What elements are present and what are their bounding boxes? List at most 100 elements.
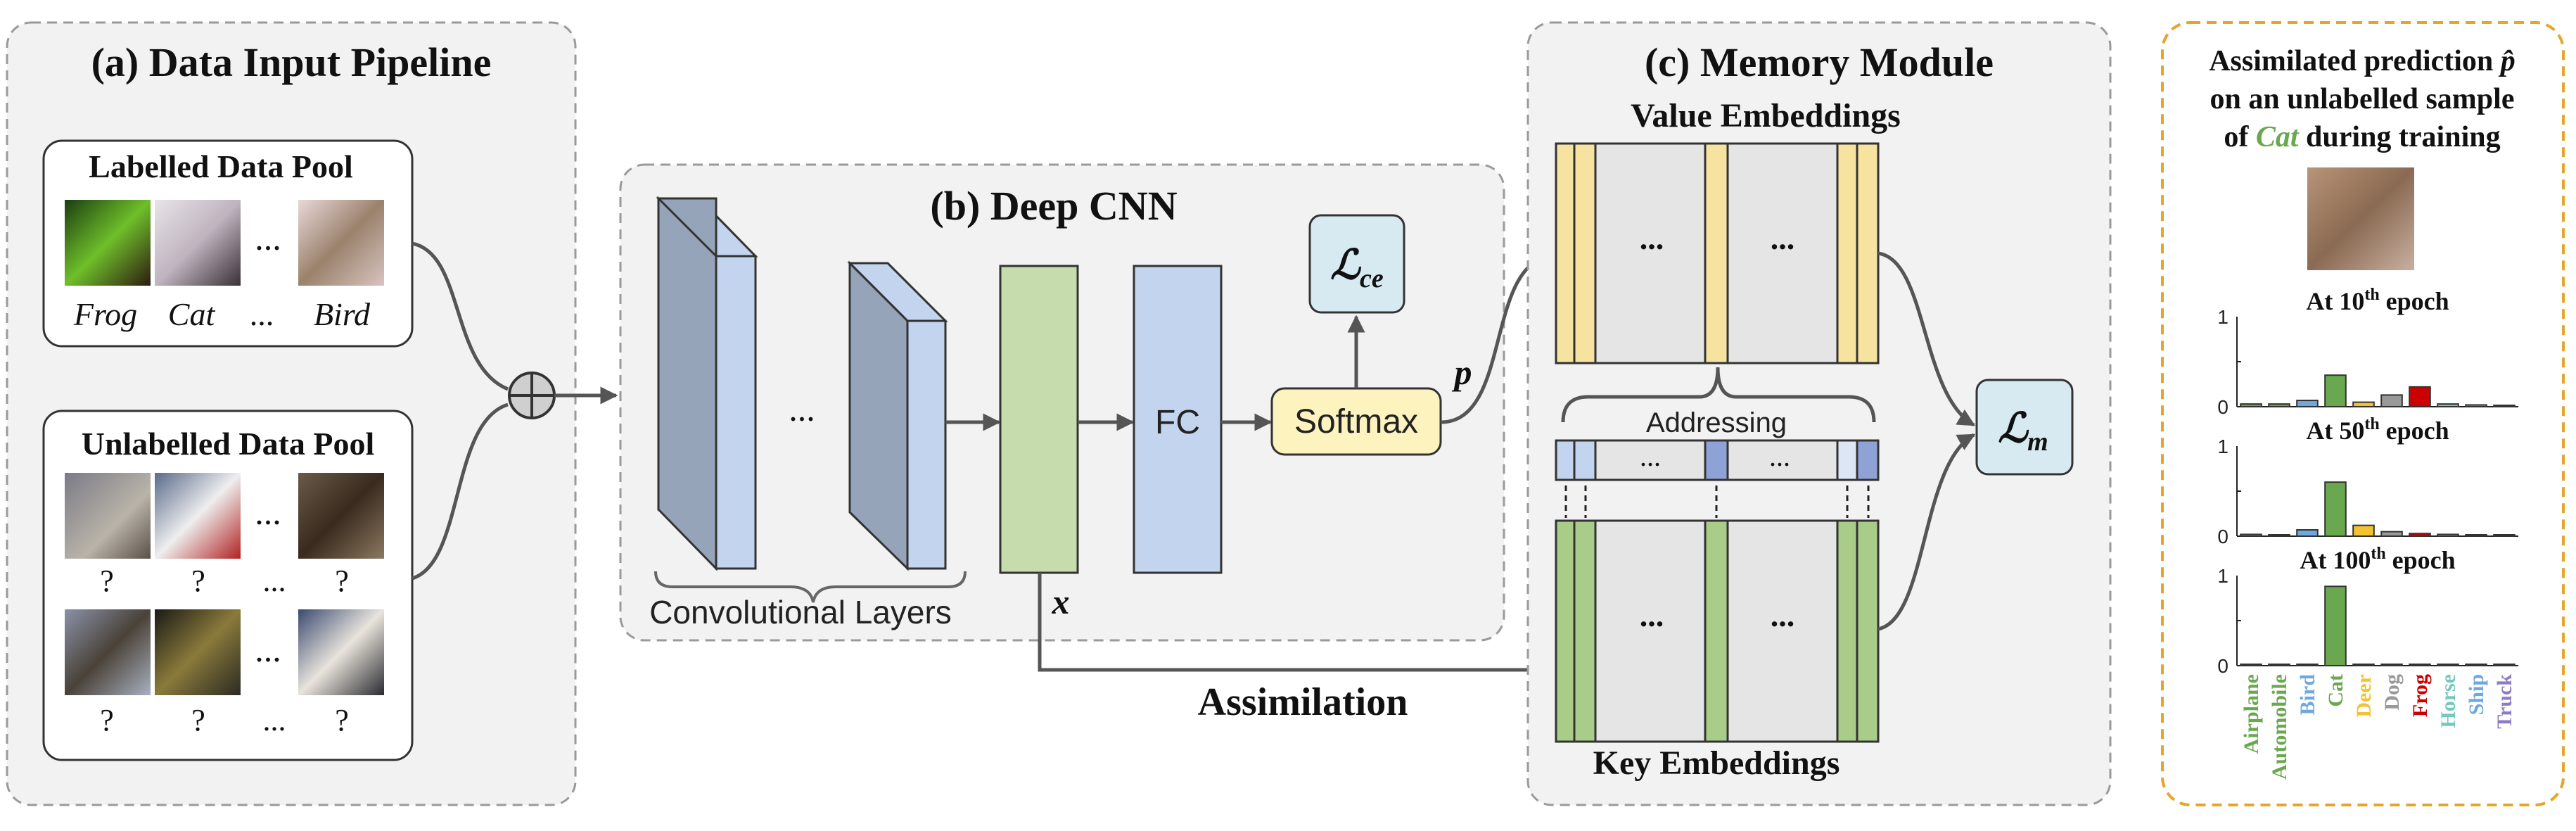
bar-truck — [2493, 534, 2516, 537]
bar-deer — [2352, 524, 2375, 538]
unknown-mark-1: ? — [100, 564, 114, 598]
unlabelled-image-1 — [65, 473, 151, 559]
key-ellipsis-1: ... — [1640, 597, 1664, 633]
caption-cat: Cat — [168, 296, 216, 332]
bird-image — [298, 200, 384, 286]
caption-bird: Bird — [314, 296, 371, 332]
assimilation-label: Assimilation — [1198, 680, 1408, 724]
bar-truck — [2493, 405, 2516, 407]
bar-automobile — [2268, 664, 2290, 666]
chart-title-end: epoch — [2380, 417, 2449, 445]
bar-bird — [2296, 529, 2319, 537]
panel-d-title-line3: of Cat during training — [2224, 121, 2500, 153]
labelled-to-merge-arrow — [412, 241, 509, 391]
address-ellipsis-2: ... — [1769, 440, 1790, 472]
unlabelled-image-2 — [155, 473, 241, 559]
category-label-cat: Cat — [2324, 674, 2347, 707]
softmax-label: Softmax — [1294, 403, 1418, 440]
addressing-brace — [1561, 367, 1876, 423]
value-to-loss-arrow — [1877, 251, 1976, 427]
bar-bird — [2296, 664, 2319, 666]
loss-ce-box — [1308, 214, 1405, 314]
bar-deer — [2352, 401, 2375, 407]
unlabelled-ellipsis-1: ... — [255, 493, 281, 532]
x-label: x — [1052, 582, 1070, 621]
panel-d-title-line2: on an unlabelled sample — [2210, 83, 2515, 115]
bar-frog — [2409, 386, 2431, 408]
bar-frog — [2409, 533, 2431, 537]
category-label-dog: Dog — [2380, 674, 2404, 711]
unknown-mark-ellipsis: ... — [263, 564, 286, 598]
unlabelled-image-6 — [298, 609, 384, 695]
unlabelled-image-5 — [155, 609, 241, 695]
category-label-bird: Bird — [2296, 674, 2319, 716]
loss-m-label: ℒm — [1998, 405, 2048, 457]
loss-m-box — [1975, 379, 2074, 476]
bar-ship — [2465, 664, 2487, 666]
unlabelled-image-4 — [65, 609, 151, 695]
bar-truck — [2493, 664, 2516, 666]
unknown-mark-6: ? — [335, 703, 349, 737]
fc-layer — [1133, 265, 1223, 574]
frog-image — [65, 200, 151, 286]
panel-a: (a) Data Input Pipeline Labelled Data Po… — [6, 21, 618, 806]
chart-title: At 50th epoch — [2306, 415, 2449, 445]
bar-automobile — [2268, 403, 2290, 407]
value-title: Value Embeddings — [1631, 97, 1901, 134]
caption-ellipsis: ... — [250, 296, 274, 332]
feature-layer — [999, 265, 1079, 574]
chart-y-tick-label: 1 — [2217, 565, 2229, 587]
bar-cat — [2324, 585, 2347, 666]
bar-dog — [2380, 531, 2403, 537]
conv-layer-2 — [847, 260, 948, 571]
bar-airplane — [2240, 403, 2262, 407]
conv-layer-1 — [656, 196, 758, 571]
chart-title-sup: th — [2364, 415, 2379, 433]
bar-airplane — [2240, 533, 2262, 538]
category-label-deer: Deer — [2352, 674, 2376, 718]
fc-label: FC — [1155, 404, 1200, 441]
merge-symbol — [508, 372, 556, 419]
bar-horse — [2437, 664, 2459, 666]
panel-c: (c) Memory Module Value Embeddings ... .… — [1526, 21, 2112, 806]
bar-cat — [2324, 481, 2347, 538]
chart-title-main: At 10 — [2306, 287, 2364, 315]
sample-image — [2307, 167, 2414, 270]
conv-label: Convolutional Layers — [649, 594, 952, 630]
bar-horse — [2437, 533, 2459, 538]
category-label-ship: Ship — [2465, 674, 2488, 715]
labelled-pool-box: Labelled Data Pool ... Frog Cat ... Bird — [42, 139, 414, 348]
chart-y-tick-label: 1 — [2217, 436, 2229, 457]
loss-ce-label: ℒce — [1330, 242, 1384, 293]
chart-title-main: At 100 — [2300, 546, 2371, 574]
panel-b: (b) Deep CNN ... Convolutional Layers FC… — [619, 163, 1505, 642]
panel-b-title: (b) Deep CNN — [930, 183, 1177, 229]
panel-c-title: (c) Memory Module — [1645, 39, 1994, 85]
labelled-pool-title: Labelled Data Pool — [89, 148, 353, 184]
value-ellipsis-1: ... — [1640, 220, 1664, 256]
bar-ship — [2465, 404, 2487, 408]
bar-horse — [2437, 403, 2459, 407]
chart-title-sup: th — [2364, 286, 2379, 304]
labelled-ellipsis: ... — [255, 218, 281, 258]
unknown-mark-ellipsis-2: ... — [263, 703, 286, 737]
unknown-mark-3: ? — [335, 564, 349, 598]
address-ellipsis-1: ... — [1640, 440, 1661, 472]
chart-title-main: At 50 — [2306, 417, 2364, 445]
address-vector: ... ... — [1555, 439, 1880, 481]
category-label-automobile: Automobile — [2268, 674, 2291, 780]
bar-dog — [2380, 664, 2403, 666]
category-label-truck: Truck — [2493, 674, 2516, 729]
unknown-mark-2: ? — [191, 564, 205, 598]
panel-d: Assimilated prediction p̂ on an unlabell… — [2161, 21, 2565, 806]
bar-frog — [2409, 664, 2431, 666]
chart-title-end: epoch — [2386, 546, 2456, 574]
key-title: Key Embeddings — [1593, 744, 1840, 782]
bar-airplane — [2240, 664, 2262, 666]
